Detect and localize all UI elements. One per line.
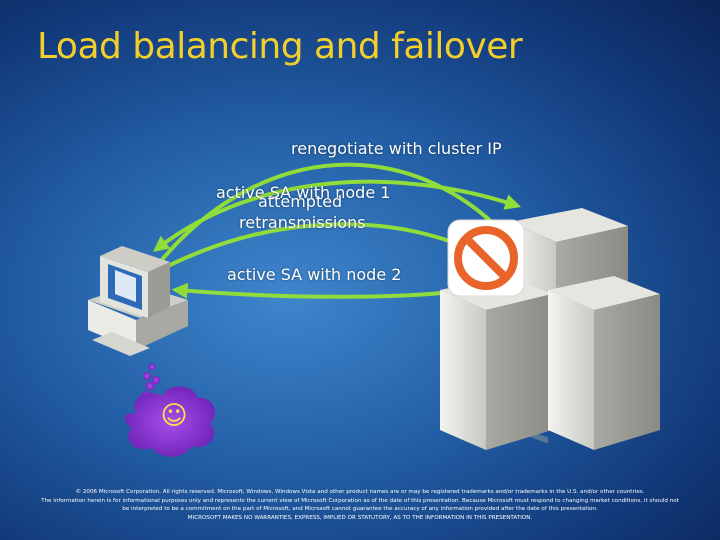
- server-node-2: [440, 276, 552, 450]
- arrow-active-sa-node2: [171, 282, 477, 300]
- slide-title: Load balancing and failover: [37, 26, 523, 67]
- footer-line-2: The information herein is for informatio…: [41, 497, 679, 504]
- label-active-sa-node2: active SA with node 2: [227, 265, 402, 284]
- server-node-3: [548, 276, 660, 450]
- label-retransmissions: retransmissions: [239, 213, 366, 232]
- label-attempted: attempted: [258, 192, 343, 211]
- copyright-footer: © 2006 Microsoft Corporation. All rights…: [0, 488, 720, 522]
- server-cluster-icon: [440, 208, 660, 450]
- thought-bubble-icon: ☺: [124, 363, 215, 457]
- prohibited-sign-icon: [447, 219, 525, 297]
- label-renegotiate: renegotiate with cluster IP: [291, 139, 502, 158]
- footer-line-3: be interpreted to be a commitment on the…: [122, 506, 598, 512]
- arrow-retransmissions: [167, 222, 474, 268]
- arrow-active-sa-node1: [152, 179, 522, 252]
- footer-line-4: MICROSOFT MAKES NO WARRANTIES, EXPRESS, …: [187, 514, 533, 521]
- label-active-sa-node1: active SA with node 1: [216, 183, 391, 202]
- desktop-computer-icon: [88, 246, 188, 356]
- footer-line-1: © 2006 Microsoft Corporation. All rights…: [75, 489, 645, 495]
- smiley-icon: ☺: [160, 401, 187, 431]
